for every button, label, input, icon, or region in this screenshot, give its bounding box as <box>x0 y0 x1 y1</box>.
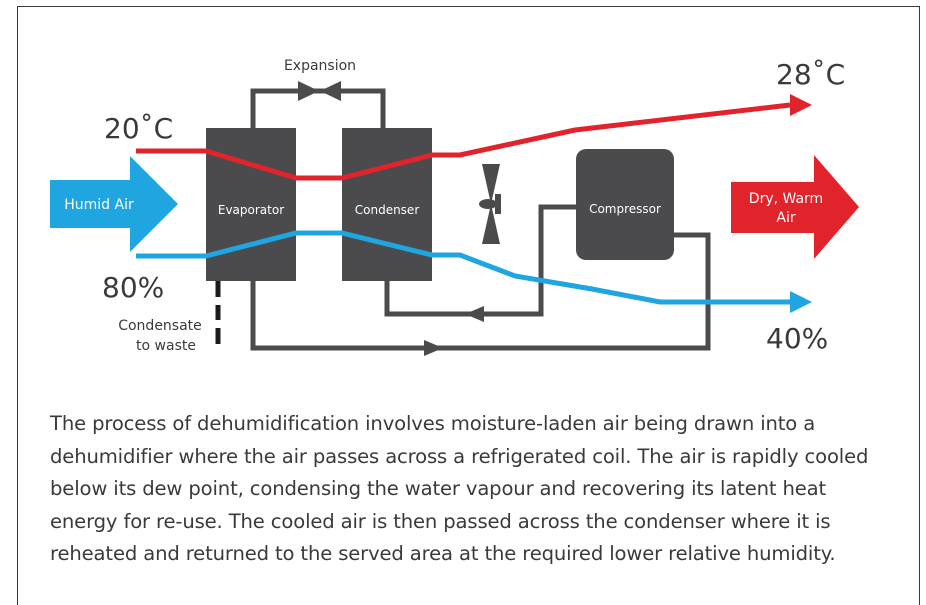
flow-arrow-left-icon <box>465 306 484 322</box>
humid-air-arrow <box>50 156 178 252</box>
compressor-label: Compressor <box>589 202 661 216</box>
humidity-line <box>136 230 790 305</box>
evaporator-label: Evaporator <box>218 203 284 217</box>
condenser-label: Condenser <box>355 203 420 217</box>
outlet-temperature-label: 28˚C <box>776 58 845 91</box>
condensate-label-line2: to waste <box>136 338 196 354</box>
expansion-valve-icon <box>298 81 341 101</box>
dry-warm-air-label-line2: Air <box>776 210 795 226</box>
dry-warm-air-arrow <box>731 155 859 259</box>
outlet-humidity-label: 40% <box>766 322 828 355</box>
inlet-temperature-label: 20˚C <box>104 112 173 145</box>
flow-arrow-right-icon <box>424 340 443 356</box>
temperature-line <box>136 102 791 181</box>
humidity-arrowhead-icon <box>790 291 812 313</box>
condenser-to-compressor-pipe <box>384 204 576 317</box>
description-text: The process of dehumidification involves… <box>50 412 869 565</box>
humid-air-label: Humid Air <box>64 197 134 213</box>
expansion-label: Expansion <box>284 58 356 74</box>
compressor-return-pipe <box>250 232 711 351</box>
condenser-block <box>342 128 432 281</box>
temperature-arrowhead-icon <box>790 94 812 116</box>
condensate-label-line1: Condensate <box>118 318 202 334</box>
dry-warm-air-label-line1: Dry, Warm <box>749 191 823 207</box>
dehumidifier-diagram: Evaporator Condenser Compressor Humid Ai… <box>50 58 859 356</box>
compressor-block <box>576 149 674 260</box>
inlet-humidity-label: 80% <box>102 271 164 304</box>
fan-icon <box>479 164 501 244</box>
expansion-pipe <box>250 88 386 128</box>
